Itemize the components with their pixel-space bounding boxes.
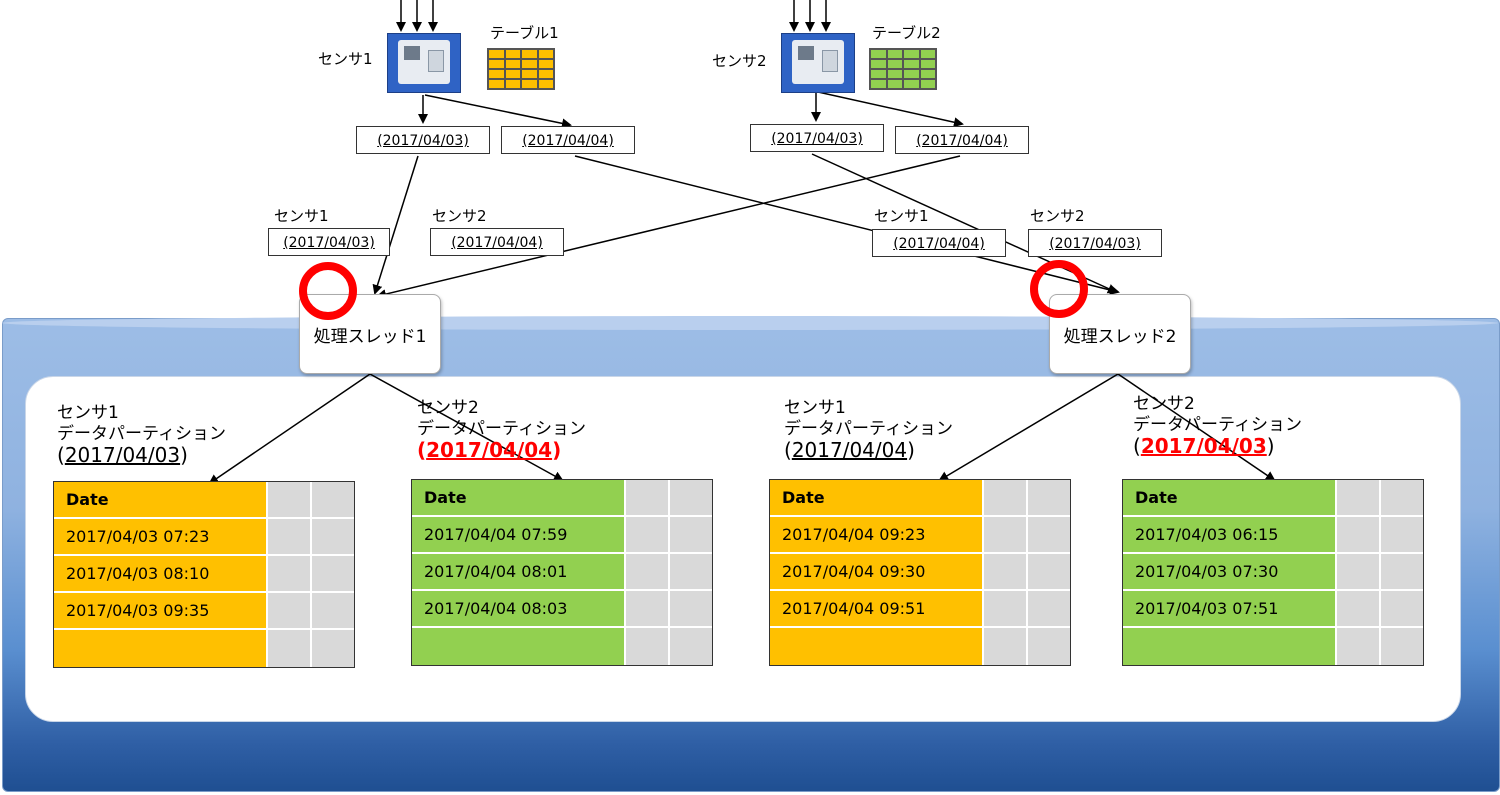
table2-grid-icon	[869, 48, 937, 90]
highlight-ring	[1030, 260, 1088, 318]
routed-date-box: (2017/04/03)	[1028, 229, 1162, 257]
partition-label-4: センサ2 データパーティション (2017/04/03)	[1133, 394, 1302, 458]
flow-arrow	[372, 155, 419, 295]
flow-arrow	[574, 155, 1120, 295]
table-header-row: Date	[770, 480, 1070, 517]
routed-sensor-label: センサ2	[1030, 207, 1085, 225]
flow-arrow	[376, 155, 961, 299]
partition-label-3: センサ1 データパーティション (2017/04/04)	[784, 398, 953, 462]
flow-arrow	[369, 373, 564, 481]
sensor1-label: センサ1	[318, 50, 373, 68]
table-row: 2017/04/04 09:30	[770, 554, 1070, 591]
sensor2-device-icon	[781, 33, 855, 93]
table-header-row: Date	[1123, 480, 1423, 517]
routed-date-box: (2017/04/04)	[430, 228, 564, 256]
partition-label-1: センサ1 データパーティション (2017/04/03)	[57, 403, 226, 467]
flow-arrow	[1117, 373, 1276, 482]
table-row: 2017/04/03 07:51	[1123, 591, 1423, 628]
table-row: 2017/04/03 06:15	[1123, 517, 1423, 554]
table-row: 2017/04/03 08:10	[54, 556, 354, 593]
table-row	[54, 630, 354, 667]
table-row: 2017/04/04 07:59	[412, 517, 712, 554]
partition-label-2: センサ2 データパーティション (2017/04/04)	[417, 398, 586, 462]
sensor2-date-box-0404: (2017/04/04)	[895, 126, 1029, 154]
sensor1-date-box-0404: (2017/04/04)	[501, 126, 635, 154]
table-row	[412, 628, 712, 665]
table-row: 2017/04/04 09:23	[770, 517, 1070, 554]
routed-sensor-label: センサ2	[432, 207, 487, 225]
table-header-row: Date	[412, 480, 712, 517]
flow-arrow	[817, 91, 964, 128]
table-row: 2017/04/03 07:23	[54, 519, 354, 556]
flow-arrow	[424, 94, 572, 129]
sensor2-date-box-0403: (2017/04/03)	[750, 124, 884, 152]
routed-sensor-label: センサ1	[274, 207, 329, 225]
sensor1-date-box-0403: (2017/04/03)	[356, 126, 490, 154]
table-row: 2017/04/03 09:35	[54, 593, 354, 630]
sensor1-device-icon	[387, 33, 461, 93]
table2-label: テーブル2	[872, 24, 941, 42]
routed-date-box: (2017/04/03)	[268, 228, 390, 256]
table-header-row: Date	[54, 482, 354, 519]
routed-date-box: (2017/04/04)	[872, 229, 1006, 257]
table-row: 2017/04/03 07:30	[1123, 554, 1423, 591]
table-row: 2017/04/04 09:51	[770, 591, 1070, 628]
routed-sensor-label: センサ1	[874, 207, 929, 225]
table-row	[770, 628, 1070, 665]
partition-table-3: Date 2017/04/04 09:23 2017/04/04 09:30 2…	[769, 479, 1071, 666]
table1-label: テーブル1	[490, 24, 559, 42]
partition-table-1: Date 2017/04/03 07:23 2017/04/03 08:10 2…	[53, 481, 355, 668]
partition-table-4: Date 2017/04/03 06:15 2017/04/03 07:30 2…	[1122, 479, 1424, 666]
highlight-ring	[299, 262, 357, 320]
table-row: 2017/04/04 08:03	[412, 591, 712, 628]
sensor2-label: センサ2	[712, 52, 767, 70]
table1-grid-icon	[487, 48, 555, 90]
flow-arrow	[208, 373, 371, 485]
table-row: 2017/04/04 08:01	[412, 554, 712, 591]
flow-arrow	[938, 373, 1119, 482]
table-row	[1123, 628, 1423, 665]
partition-table-2: Date 2017/04/04 07:59 2017/04/04 08:01 2…	[411, 479, 713, 666]
